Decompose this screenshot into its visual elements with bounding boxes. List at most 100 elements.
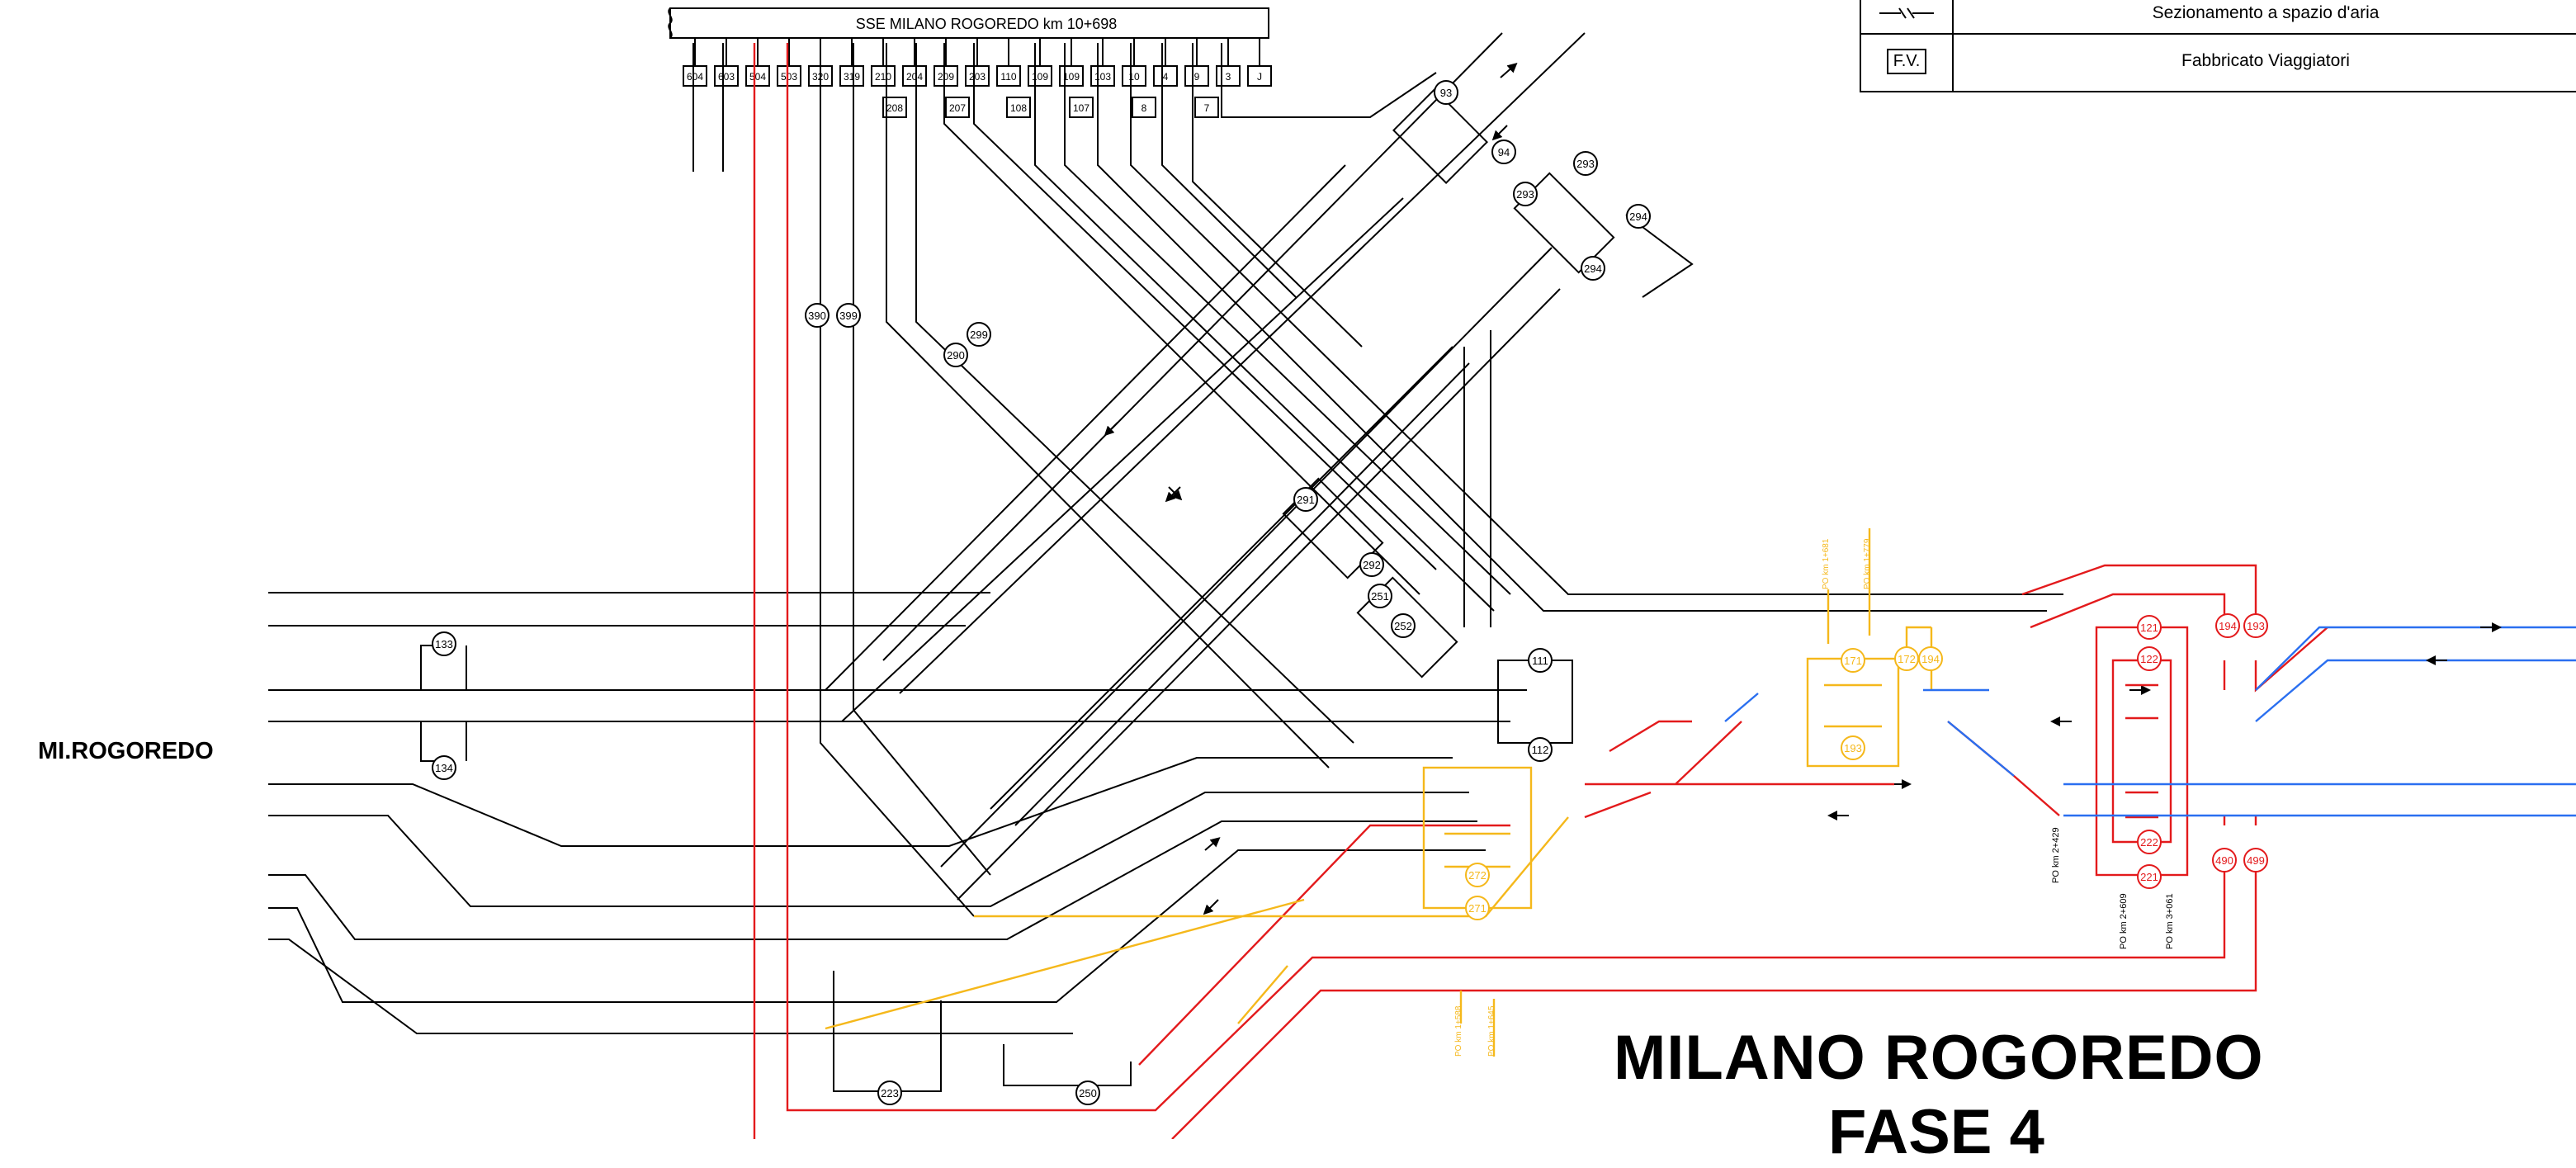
svg-text:133: 133 [435, 638, 453, 650]
legend-label-air-gap: Sezionamento a spazio d'aria [2152, 3, 2380, 22]
pk-label: PO km 3+061 [2165, 893, 2175, 949]
svg-text:293: 293 [1576, 158, 1595, 170]
svg-text:109: 109 [1063, 71, 1080, 83]
yellow-pk-label: PO km 1+645 [1487, 1005, 1496, 1057]
switch-node-252: 252 [1391, 613, 1416, 638]
node-111: 111 [1528, 648, 1553, 673]
red-network [753, 43, 2328, 1139]
svg-text:209: 209 [938, 71, 954, 83]
black-network [268, 32, 2151, 1092]
legend-symbol-fv: F.V. [1861, 31, 1954, 91]
feeder-sub-107: 107 [1069, 97, 1094, 118]
svg-text:103: 103 [1094, 71, 1111, 83]
feeder-109: 109 [1028, 38, 1052, 87]
feeder-210: 210 [871, 38, 896, 87]
svg-text:210: 210 [875, 71, 891, 83]
node-134: 134 [432, 755, 456, 780]
pk-label: PO km 2+609 [2119, 893, 2129, 949]
svg-text:299: 299 [970, 329, 988, 341]
svg-text:503: 503 [781, 71, 797, 83]
node-112: 112 [1528, 737, 1553, 762]
feeder-10: 10 [1122, 38, 1146, 87]
svg-text:171: 171 [1844, 655, 1862, 667]
electrical-schematic: SSE MILANO ROGOREDO km 10+698 604 603 504 5… [268, 7, 2576, 1139]
switch-node-292: 292 [1359, 552, 1384, 577]
feeder-sub-108: 108 [1006, 97, 1031, 118]
feeder-sub-7: 7 [1194, 97, 1219, 118]
svg-text:251: 251 [1371, 590, 1389, 603]
svg-text:203: 203 [969, 71, 985, 83]
feeder-110: 110 [996, 38, 1021, 87]
node-94: 94 [1491, 139, 1516, 164]
feeder-204: 204 [902, 38, 927, 87]
svg-text:293: 293 [1516, 188, 1534, 201]
drawing-title: MILANO ROGOREDO [1614, 1023, 2264, 1093]
svg-text:223: 223 [881, 1087, 899, 1099]
svg-text:112: 112 [1532, 744, 1549, 756]
yellow-node-171: 171 [1841, 648, 1865, 673]
svg-text:94: 94 [1498, 146, 1510, 158]
yellow-node-193: 193 [1841, 735, 1865, 760]
feeder-109: 109 [1059, 38, 1084, 87]
svg-text:604: 604 [687, 71, 703, 83]
svg-text:134: 134 [435, 762, 453, 774]
feeder-603: 603 [714, 38, 739, 87]
yellow-pk-label: PO km 1+681 [1822, 538, 1831, 589]
feeder-209: 209 [934, 38, 958, 87]
svg-text:271: 271 [1468, 902, 1487, 915]
yellow-node-271: 271 [1465, 896, 1490, 920]
yellow-pk-label: PO km 1+588 [1454, 1005, 1463, 1057]
svg-text:291: 291 [1297, 494, 1315, 506]
svg-text:4: 4 [1163, 71, 1169, 83]
legend-row-air-gap: Sezionamento a spazio d'aria [1860, 0, 2576, 35]
node-290: 290 [943, 343, 968, 367]
switch-node-293: 293 [1513, 182, 1538, 206]
switch-node-251: 251 [1368, 584, 1392, 608]
svg-text:504: 504 [749, 71, 766, 83]
legend-row-fv: F.V. Fabbricato Viaggiatori [1860, 31, 2576, 92]
svg-text:J: J [1257, 71, 1262, 83]
legend-label-fv: Fabbricato Viaggiatori [2181, 51, 2350, 70]
svg-text:399: 399 [839, 310, 858, 322]
svg-text:122: 122 [2140, 653, 2158, 665]
svg-text:319: 319 [844, 71, 860, 83]
node-223: 223 [877, 1081, 902, 1105]
svg-text:194: 194 [1921, 653, 1940, 665]
feeder-4: 4 [1153, 38, 1178, 87]
svg-text:172: 172 [1898, 653, 1916, 665]
svg-text:221: 221 [2140, 871, 2158, 883]
switch-node-291: 291 [1293, 487, 1318, 512]
svg-text:9: 9 [1194, 71, 1200, 83]
svg-text:194: 194 [2219, 620, 2237, 632]
red-node-499: 499 [2243, 848, 2268, 872]
substation-block: SSE MILANO ROGOREDO km 10+698 604 603 504 5… [668, 7, 1272, 118]
svg-text:250: 250 [1079, 1087, 1097, 1099]
node-299: 299 [967, 322, 991, 347]
node-399: 399 [836, 303, 861, 328]
feeder-3: 3 [1216, 38, 1241, 87]
yellow-pk-label: PO km 1+779 [1863, 538, 1872, 589]
svg-text:8: 8 [1141, 102, 1147, 114]
substation-title: SSE MILANO ROGOREDO km 10+698 [856, 16, 1118, 32]
feeder-504: 504 [745, 38, 770, 87]
feeder-J: J [1247, 38, 1272, 87]
node-293: 293 [1573, 151, 1598, 176]
svg-text:108: 108 [1010, 102, 1027, 114]
svg-text:290: 290 [947, 349, 965, 362]
svg-text:499: 499 [2247, 854, 2265, 867]
svg-text:272: 272 [1468, 869, 1487, 882]
switch-node-294: 294 [1581, 256, 1605, 281]
node-390: 390 [805, 303, 830, 328]
feeder-sub-8: 8 [1132, 97, 1156, 118]
node-133: 133 [432, 631, 456, 656]
pk-label: PO km 2+429 [2051, 827, 2061, 883]
svg-text:193: 193 [1844, 742, 1862, 754]
svg-text:390: 390 [808, 310, 826, 322]
red-node-194: 194 [2215, 613, 2240, 638]
svg-text:222: 222 [2140, 836, 2158, 849]
feeder-503: 503 [777, 38, 801, 87]
feeder-203: 203 [965, 38, 990, 87]
svg-text:490: 490 [2215, 854, 2233, 867]
